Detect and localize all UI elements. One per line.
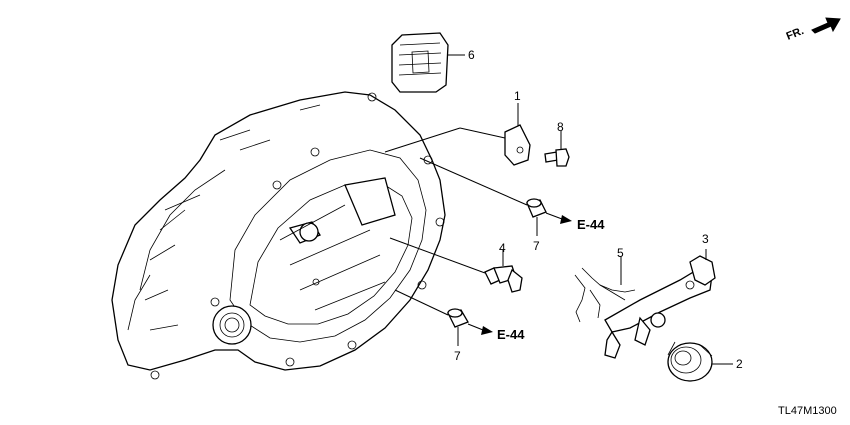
reference-e44-lower: E-44 [497,327,525,342]
front-arrow-icon [811,17,841,34]
part-3-fork: 3 [604,232,716,359]
part-4-switch: 4 [389,237,523,293]
callout-1: 1 [514,89,521,103]
part-7-dowel-upper: 7 E-44 [419,157,605,253]
callout-5: 5 [617,246,624,260]
diagram-code: TL47M1300 [778,405,837,417]
callout-2: 2 [736,357,743,371]
part-6-boot: 6 [391,32,475,93]
part-7-dowel-lower: 7 E-44 [394,289,525,363]
callout-7-upper: 7 [533,239,540,253]
part-2-release-bearing: 2 [667,341,743,382]
callout-8: 8 [557,120,564,134]
part-1-plate: 1 [384,89,531,166]
transmission-housing [111,91,446,380]
callout-3: 3 [702,232,709,246]
callout-6: 6 [468,48,475,62]
front-direction-label: FR. [785,25,806,43]
front-direction-indicator: FR. [785,17,841,43]
callout-7-lower: 7 [454,349,461,363]
reference-e44-upper: E-44 [577,217,605,232]
part-5-spring: 5 [574,246,636,323]
callout-4: 4 [499,241,506,255]
part-8-bolt: 8 [544,120,570,167]
